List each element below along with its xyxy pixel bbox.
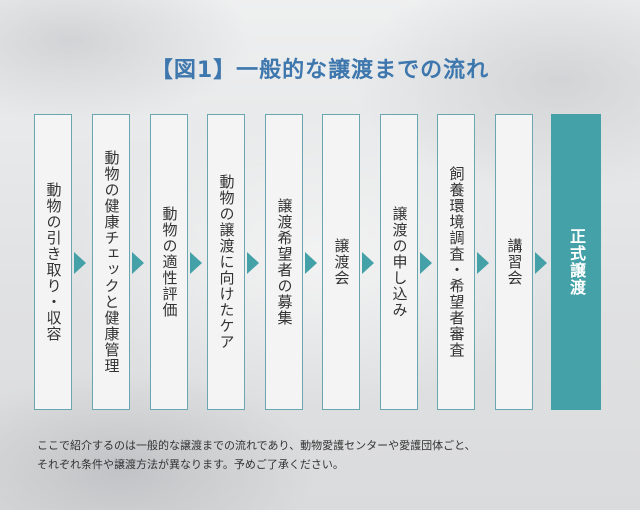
flow-step-label: 動物の適性評価: [160, 206, 179, 318]
flow-step-1: 動物の引き取り・収容: [34, 114, 72, 410]
flow-arrow-7: [420, 252, 432, 274]
flow-arrow-9: [535, 252, 547, 274]
flow-step-label: 動物の健康チェックと健康管理: [102, 150, 121, 374]
flow-step-label: 動物の譲渡に向けたケア: [217, 174, 236, 350]
flow-arrow-5: [305, 252, 317, 274]
flow-step-3: 動物の適性評価: [150, 114, 188, 410]
flow-arrow-1: [74, 252, 86, 274]
diagram-title: 【図1】一般的な譲渡までの流れ: [150, 58, 490, 83]
flow-arrow-6: [362, 252, 374, 274]
flow-step-5: 譲渡希望者の募集: [265, 114, 303, 410]
flow-step-8: 飼養環境調査・希望者審査: [437, 114, 475, 410]
flow-step-label: 譲渡希望者の募集: [275, 198, 294, 326]
flow-step-6: 譲渡会: [322, 114, 360, 410]
flow-step-label: 講習会: [505, 238, 524, 286]
footnote-line-1: ここで紹介するのは一般的な譲渡までの流れであり、動物愛護センターや愛護団体ごと、: [37, 439, 476, 452]
flow-arrow-2: [132, 252, 144, 274]
flow-step-4: 動物の譲渡に向けたケア: [207, 114, 245, 410]
footnote-line-2: それぞれ条件や譲渡方法が異なります。予めご了承ください。: [37, 458, 344, 471]
flow-step-label: 正式譲渡: [567, 228, 586, 296]
flow-step-label: 飼養環境調査・希望者審査: [447, 166, 466, 358]
footnote: ここで紹介するのは一般的な譲渡までの流れであり、動物愛護センターや愛護団体ごと、…: [37, 436, 617, 474]
flow-step-7: 譲渡の申し込み: [380, 114, 418, 410]
flow-step-label: 動物の引き取り・収容: [44, 182, 63, 342]
flow-arrow-8: [477, 252, 489, 274]
flow-arrow-4: [247, 252, 259, 274]
flow-step-label: 譲渡会: [332, 238, 351, 286]
flow-step-9: 講習会: [495, 114, 533, 410]
flow-step-2: 動物の健康チェックと健康管理: [92, 114, 130, 410]
flow-step-10-final: 正式譲渡: [551, 114, 601, 410]
flow-step-label: 譲渡の申し込み: [390, 206, 409, 318]
flow-arrow-3: [190, 252, 202, 274]
